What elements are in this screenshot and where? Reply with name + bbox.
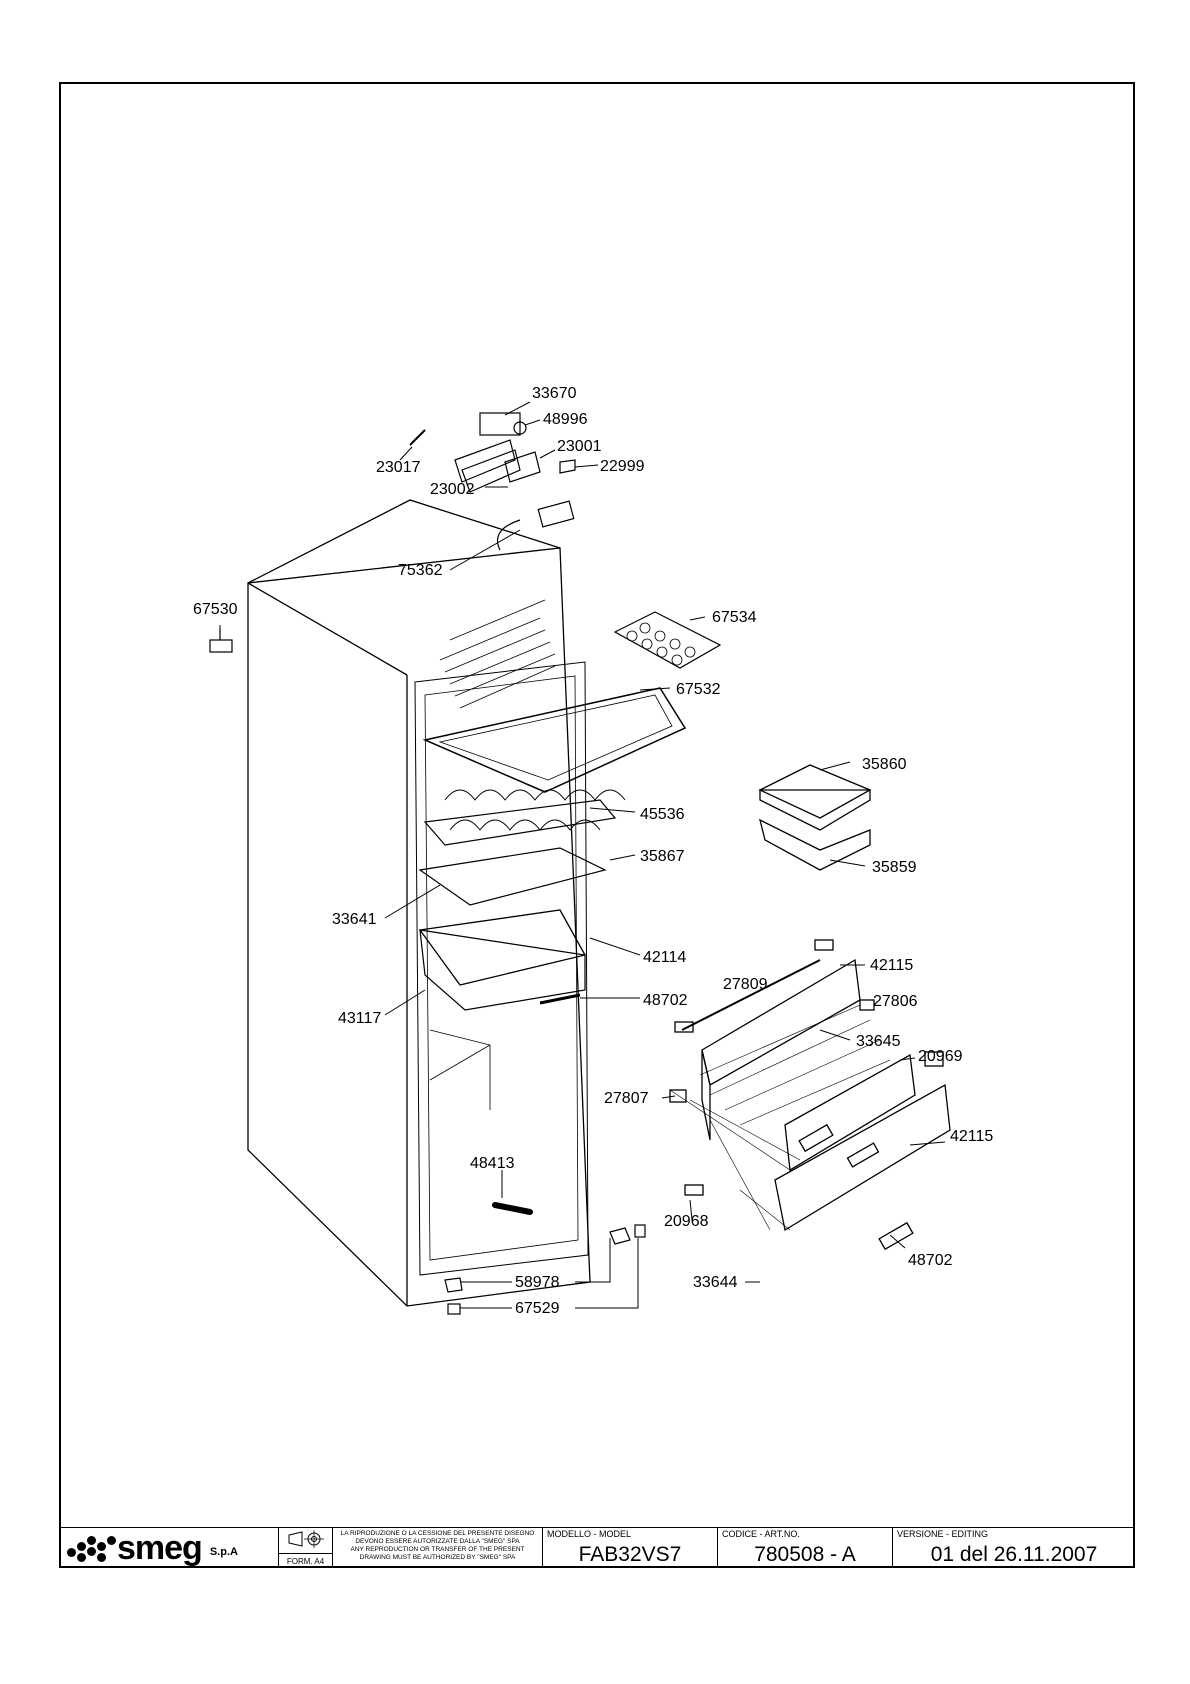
model-label: MODELLO - MODEL — [547, 1529, 632, 1539]
projection-symbol-cell: FORM. A4 — [279, 1527, 333, 1568]
label-48702-lower: 48702 — [908, 1252, 953, 1269]
label-67532: 67532 — [676, 681, 721, 698]
logo-suffix: S.p.A — [209, 1545, 238, 1558]
label-33644: 33644 — [693, 1274, 738, 1291]
label-42115-upper: 42115 — [870, 957, 913, 974]
label-75362: 75362 — [398, 562, 443, 579]
version-value: 01 del 26.11.2007 — [930, 1542, 1098, 1566]
label-48413: 48413 — [470, 1155, 515, 1172]
logo-wordmark: smeg — [117, 1528, 203, 1567]
label-27807: 27807 — [604, 1090, 649, 1107]
label-27806: 27806 — [873, 993, 918, 1010]
label-33641: 33641 — [332, 911, 377, 928]
model-value: FAB32VS7 — [578, 1542, 682, 1566]
label-48702-upper: 48702 — [643, 992, 688, 1009]
version-field: VERSIONE - EDITING 01 del 26.11.2007 — [893, 1527, 1135, 1568]
label-20969: 20969 — [918, 1048, 963, 1065]
code-value: 780508 - A — [754, 1542, 856, 1566]
label-43117: 43117 — [338, 1010, 381, 1027]
label-23001: 23001 — [557, 438, 602, 455]
label-27809: 27809 — [723, 976, 768, 993]
label-67529: 67529 — [515, 1300, 560, 1317]
refrigerator-cabinet — [247, 499, 687, 1307]
bottom-hinge-parts — [444, 1224, 646, 1315]
code-field: CODICE - ART.NO. 780508 - A — [718, 1527, 893, 1568]
label-67530: 67530 — [193, 601, 238, 618]
label-35867: 35867 — [640, 848, 685, 865]
freezer-drawers — [669, 939, 951, 1251]
label-35859: 35859 — [872, 859, 917, 876]
copyright-notice: LA RIPRODUZIONE O LA CESSIONE DEL PRESEN… — [333, 1527, 543, 1568]
logo-dots-icon — [67, 1534, 117, 1562]
label-33670: 33670 — [532, 385, 577, 402]
drawing-frame — [59, 82, 1135, 1568]
label-22999: 22999 — [600, 458, 645, 475]
model-field: MODELLO - MODEL FAB32VS7 — [543, 1527, 718, 1568]
version-label: VERSIONE - EDITING — [897, 1529, 989, 1539]
label-20968: 20968 — [664, 1213, 709, 1230]
label-67534: 67534 — [712, 609, 757, 626]
label-42114: 42114 — [643, 949, 686, 966]
label-42115-lower: 42115 — [950, 1128, 993, 1145]
ice-tray — [613, 611, 722, 669]
notice-english: ANY REPRODUCTION OR TRANSFER OF THE PRES… — [350, 1546, 525, 1561]
format-label: FORM. A4 — [286, 1556, 325, 1566]
label-35860: 35860 — [862, 756, 907, 773]
smeg-logo: smeg S.p.A — [59, 1527, 279, 1568]
label-48996: 48996 — [543, 411, 588, 428]
title-block: smeg S.p.A FORM. A4 LA RIPRODUZIONE O LA… — [59, 1527, 1135, 1568]
title-block-top-border — [59, 1527, 1135, 1528]
projection-symbol-icon — [288, 1530, 324, 1548]
code-label: CODICE - ART.NO. — [722, 1529, 800, 1539]
leader-lines — [219, 401, 946, 1309]
ice-box-and-lid — [758, 764, 872, 871]
thermostat-assembly — [409, 412, 576, 551]
label-58978: 58978 — [515, 1274, 560, 1291]
label-23017: 23017 — [376, 459, 421, 476]
top-hinge — [209, 628, 233, 653]
label-23002: 23002 — [430, 481, 475, 498]
notice-italian: LA RIPRODUZIONE O LA CESSIONE DEL PRESEN… — [340, 1530, 535, 1545]
label-45536: 45536 — [640, 806, 685, 823]
part-labels: 33670 48996 23001 22999 23017 23002 7536… — [193, 385, 993, 1317]
label-33645: 33645 — [856, 1033, 901, 1050]
